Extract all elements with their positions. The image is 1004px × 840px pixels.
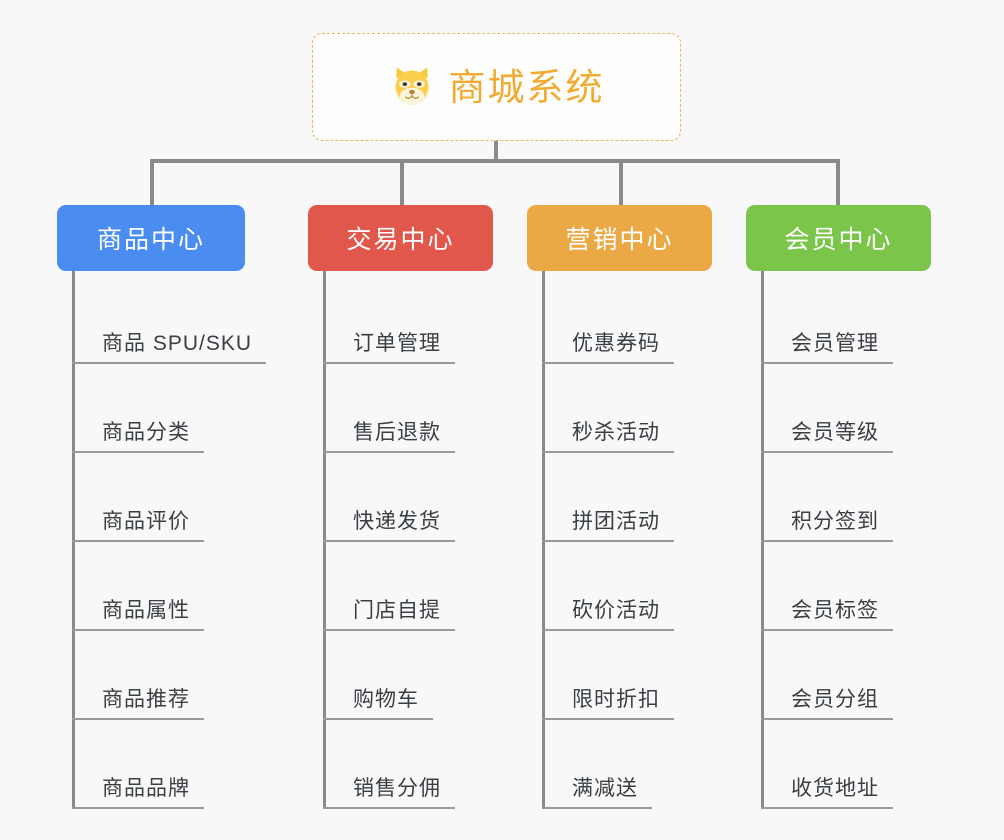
leaf-list-product-center: 商品 SPU/SKU 商品分类 商品评价 商品属性 商品推荐 商品品牌	[57, 271, 267, 809]
category-header-product-center[interactable]: 商品中心	[57, 205, 245, 271]
leaf-label: 商品分类	[72, 421, 204, 453]
category-header-label: 交易中心	[346, 226, 455, 254]
category-header-member-center[interactable]: 会员中心	[746, 205, 931, 271]
leaf-item[interactable]: 商品属性	[57, 542, 245, 631]
leaf-item[interactable]: 拼团活动	[527, 453, 712, 542]
leaf-label: 销售分佣	[323, 777, 455, 809]
leaf-item[interactable]: 积分签到	[746, 453, 931, 542]
leaf-item[interactable]: 限时折扣	[527, 631, 712, 720]
leaf-list-member-center: 会员管理 会员等级 积分签到 会员标签 会员分组 收货地址	[746, 271, 931, 809]
leaf-label: 商品属性	[72, 599, 204, 631]
leaf-item[interactable]: 会员等级	[746, 364, 931, 453]
root-title: 商城系统	[448, 66, 605, 108]
leaf-item[interactable]: 商品分类	[57, 364, 245, 453]
root-node[interactable]: 商城系统	[312, 33, 681, 141]
shiba-dog-face-icon	[394, 67, 429, 105]
leaf-label: 优惠券码	[542, 332, 674, 364]
leaf-label: 收货地址	[761, 777, 893, 809]
drop-connector-member-center	[836, 159, 840, 207]
category-header-marketing-center[interactable]: 营销中心	[527, 205, 712, 271]
leaf-item[interactable]: 商品 SPU/SKU	[57, 271, 267, 364]
leaf-item[interactable]: 商品推荐	[57, 631, 245, 720]
leaf-item[interactable]: 销售分佣	[308, 720, 493, 809]
leaf-item[interactable]: 商品品牌	[57, 720, 245, 809]
branch-marketing-center: 营销中心 优惠券码 秒杀活动 拼团活动 砍价活动 限时折扣 满减送	[527, 205, 712, 809]
leaf-item[interactable]: 购物车	[308, 631, 493, 720]
leaf-label: 售后退款	[323, 421, 455, 453]
leaf-label: 快递发货	[323, 510, 455, 542]
leaf-label: 限时折扣	[542, 688, 674, 720]
leaf-item[interactable]: 收货地址	[746, 720, 931, 809]
leaf-label: 满减送	[542, 777, 652, 809]
drop-connector-marketing-center	[619, 159, 623, 207]
distribution-bar-connector	[150, 159, 840, 163]
leaf-label: 商品评价	[72, 510, 204, 542]
leaf-item[interactable]: 门店自提	[308, 542, 493, 631]
category-header-label: 会员中心	[784, 226, 893, 254]
branch-trade-center: 交易中心 订单管理 售后退款 快递发货 门店自提 购物车 销售分佣	[308, 205, 493, 809]
leaf-label: 商品 SPU/SKU	[72, 332, 267, 364]
leaf-label: 拼团活动	[542, 510, 674, 542]
leaf-item[interactable]: 砍价活动	[527, 542, 712, 631]
leaf-label: 会员标签	[761, 599, 893, 631]
root-stem-connector	[494, 141, 498, 163]
leaf-list-trade-center: 订单管理 售后退款 快递发货 门店自提 购物车 销售分佣	[308, 271, 493, 809]
leaf-item[interactable]: 会员管理	[746, 271, 931, 364]
leaf-label: 会员管理	[761, 332, 893, 364]
leaf-item[interactable]: 快递发货	[308, 453, 493, 542]
category-header-label: 营销中心	[565, 226, 674, 254]
branch-product-center: 商品中心 商品 SPU/SKU 商品分类 商品评价 商品属性 商品推荐 商品品牌	[57, 205, 267, 809]
leaf-label: 会员分组	[761, 688, 893, 720]
leaf-list-marketing-center: 优惠券码 秒杀活动 拼团活动 砍价活动 限时折扣 满减送	[527, 271, 712, 809]
leaf-item[interactable]: 秒杀活动	[527, 364, 712, 453]
leaf-label: 会员等级	[761, 421, 893, 453]
category-header-trade-center[interactable]: 交易中心	[308, 205, 493, 271]
drop-connector-trade-center	[400, 159, 404, 207]
category-header-label: 商品中心	[96, 226, 205, 254]
leaf-label: 积分签到	[761, 510, 893, 542]
leaf-label: 秒杀活动	[542, 421, 674, 453]
drop-connector-product-center	[150, 159, 154, 207]
leaf-label: 购物车	[323, 688, 433, 720]
leaf-item[interactable]: 满减送	[527, 720, 712, 809]
leaf-label: 门店自提	[323, 599, 455, 631]
leaf-item[interactable]: 订单管理	[308, 271, 493, 364]
leaf-label: 订单管理	[323, 332, 455, 364]
leaf-label: 商品品牌	[72, 777, 204, 809]
leaf-label: 砍价活动	[542, 599, 674, 631]
branch-member-center: 会员中心 会员管理 会员等级 积分签到 会员标签 会员分组 收货地址	[746, 205, 931, 809]
leaf-item[interactable]: 会员分组	[746, 631, 931, 720]
leaf-item[interactable]: 商品评价	[57, 453, 245, 542]
leaf-item[interactable]: 售后退款	[308, 364, 493, 453]
leaf-label: 商品推荐	[72, 688, 204, 720]
leaf-item[interactable]: 会员标签	[746, 542, 931, 631]
leaf-item[interactable]: 优惠券码	[527, 271, 712, 364]
